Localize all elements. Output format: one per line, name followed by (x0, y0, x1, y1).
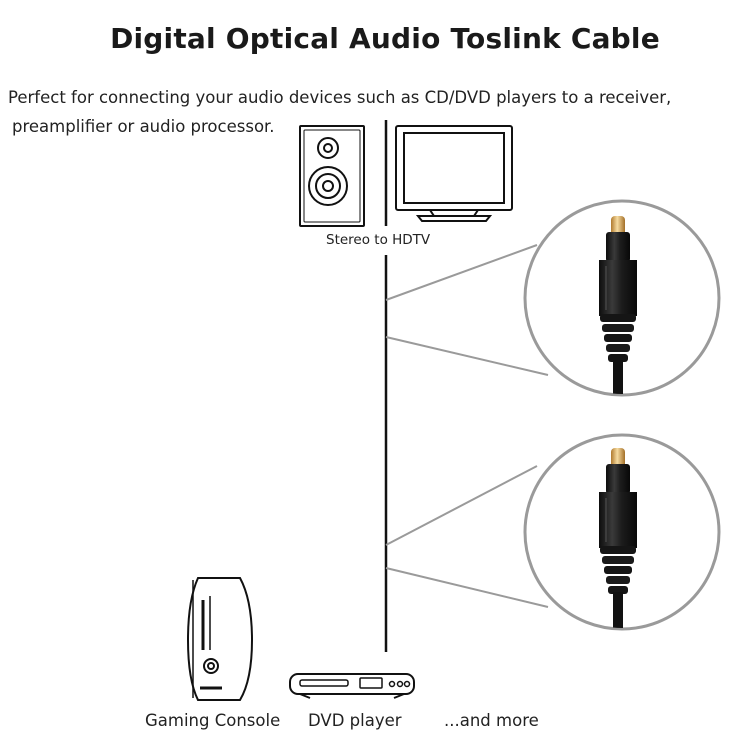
description-line-1: Perfect for connecting your audio device… (8, 88, 672, 107)
dvd-player-icon (289, 673, 415, 699)
description-line-2: preamplifier or audio processor. (12, 117, 275, 136)
label-gaming-console: Gaming Console (145, 711, 281, 730)
toslink-plug-icon-2 (523, 433, 721, 631)
page-title: Digital Optical Audio Toslink Cable (110, 22, 660, 55)
label-and-more: ...and more (444, 711, 539, 730)
callout-lines (385, 244, 549, 608)
toslink-plug-icon (523, 199, 721, 397)
tv-icon (395, 125, 513, 222)
label-dvd-player: DVD player (308, 711, 402, 730)
label-stereo-to-hdtv: Stereo to HDTV (326, 232, 431, 248)
game-console-icon (186, 577, 254, 701)
speaker-icon (299, 125, 365, 227)
